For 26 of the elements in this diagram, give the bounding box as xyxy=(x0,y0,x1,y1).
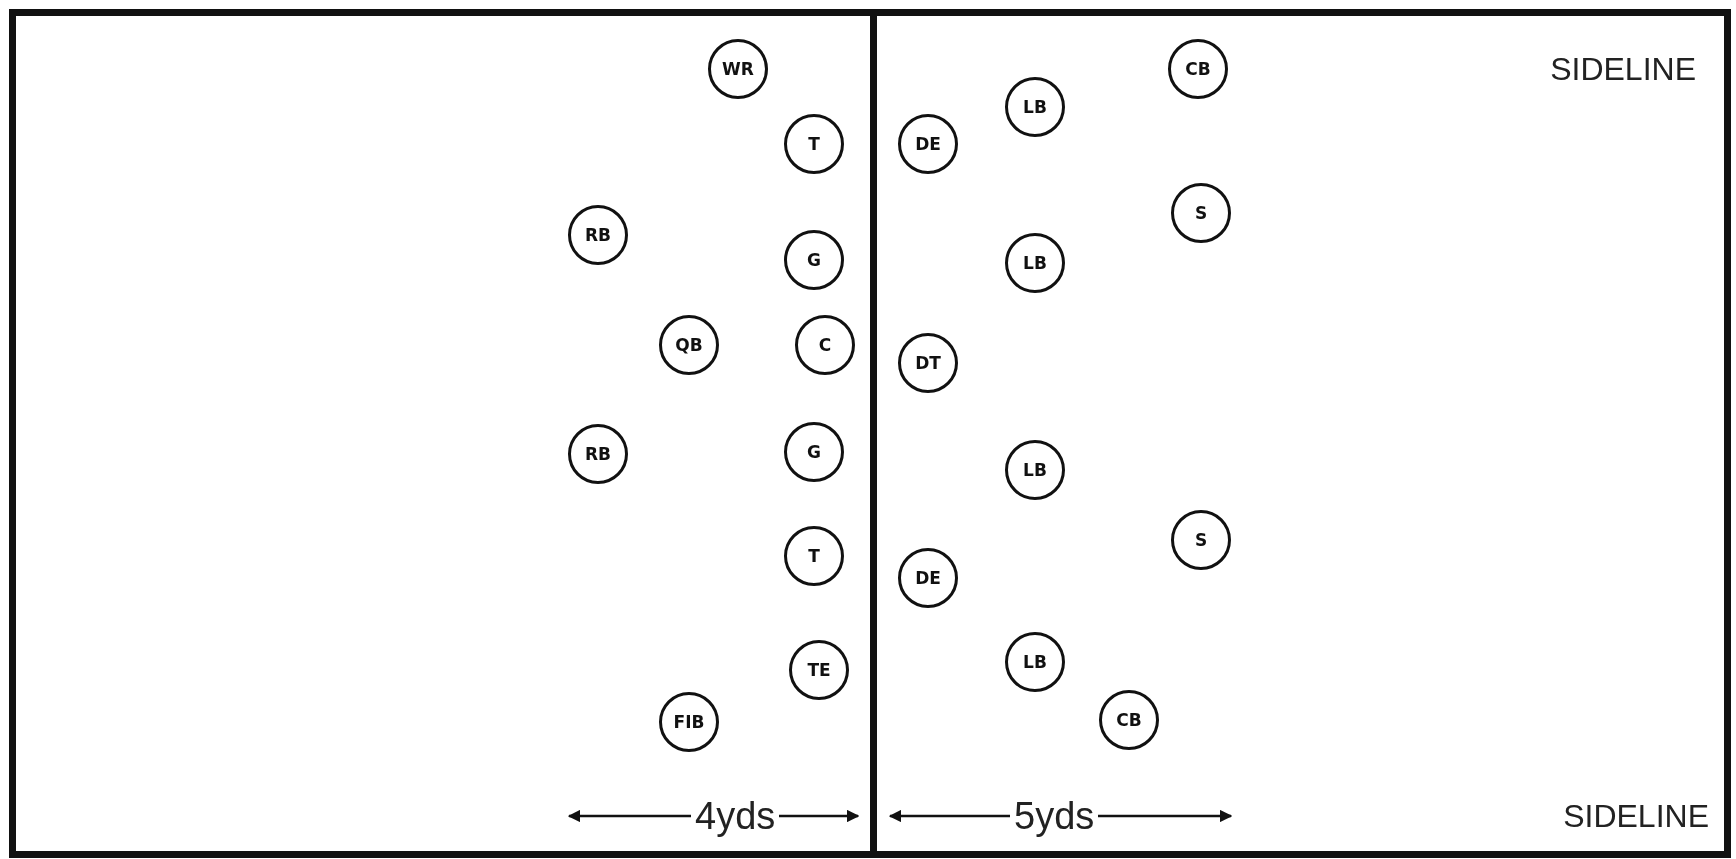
player-circle: LB xyxy=(1005,440,1065,500)
player-circle: LB xyxy=(1005,632,1065,692)
dimension-label: 4yds xyxy=(694,794,777,838)
sideline-label: SIDELINE xyxy=(1563,797,1709,835)
player-circle: FIB xyxy=(659,692,719,752)
player-circle: WR xyxy=(708,39,768,99)
dimension-label: 5yds xyxy=(1013,794,1096,838)
player-circle: LB xyxy=(1005,77,1065,137)
player-circle: DE xyxy=(898,548,958,608)
player-circle: T xyxy=(784,526,844,586)
player-circle: TE xyxy=(789,640,849,700)
player-circle: S xyxy=(1171,510,1231,570)
player-circle: RB xyxy=(568,424,628,484)
sideline-label: SIDELINE xyxy=(1550,50,1696,88)
player-circle: CB xyxy=(1168,39,1228,99)
player-circle: C xyxy=(795,315,855,375)
player-circle: LB xyxy=(1005,233,1065,293)
player-circle: S xyxy=(1171,183,1231,243)
player-circle: CB xyxy=(1099,690,1159,750)
player-circle: G xyxy=(784,422,844,482)
player-circle: RB xyxy=(568,205,628,265)
player-circle: DT xyxy=(898,333,958,393)
player-circle: QB xyxy=(659,315,719,375)
player-circle: T xyxy=(784,114,844,174)
player-circle: G xyxy=(784,230,844,290)
player-circle: DE xyxy=(898,114,958,174)
